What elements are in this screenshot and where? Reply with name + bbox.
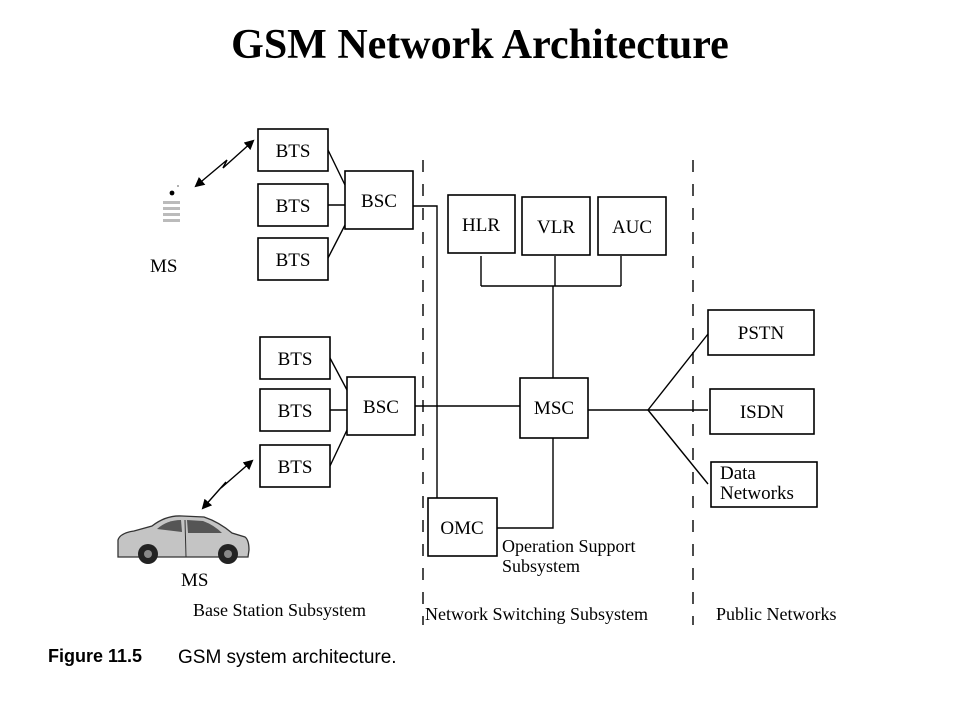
ms-label-handset: MS bbox=[150, 256, 177, 277]
data-networks-label-line2: Networks bbox=[720, 483, 794, 504]
connection-lines bbox=[327, 149, 709, 529]
data-networks-node: Data Networks bbox=[710, 461, 818, 508]
bts-label: BTS bbox=[278, 401, 313, 422]
isdn-label: ISDN bbox=[740, 402, 785, 423]
ms-label-car: MS bbox=[181, 570, 208, 591]
bts-node: BTS bbox=[259, 444, 331, 488]
bsc-label: BSC bbox=[361, 191, 397, 212]
isdn-node: ISDN bbox=[709, 388, 815, 435]
msc-node: MSC bbox=[519, 377, 589, 439]
bsc-label: BSC bbox=[363, 397, 399, 418]
car-icon bbox=[117, 515, 250, 564]
vlr-label: VLR bbox=[537, 217, 575, 238]
figure-number: Figure 11.5 bbox=[48, 646, 142, 666]
bss-label: Base Station Subsystem bbox=[193, 600, 366, 620]
bts-node: BTS bbox=[259, 336, 331, 380]
oss-label-line1: Operation Support bbox=[502, 536, 635, 556]
mobile-phone-icon bbox=[163, 185, 180, 222]
oss-label-line2: Subsystem bbox=[502, 556, 580, 576]
pstn-node: PSTN bbox=[707, 309, 815, 356]
auc-label: AUC bbox=[612, 217, 652, 238]
page-title: GSM Network Architecture bbox=[231, 22, 729, 68]
data-networks-label-line1: Data bbox=[720, 463, 756, 484]
bts-label: BTS bbox=[276, 196, 311, 217]
hlr-node: HLR bbox=[447, 194, 516, 254]
bts-label: BTS bbox=[278, 457, 313, 478]
bts-node: BTS bbox=[257, 183, 329, 227]
pstn-label: PSTN bbox=[738, 323, 785, 344]
nss-label: Network Switching Subsystem bbox=[425, 604, 648, 624]
bts-node: BTS bbox=[259, 388, 331, 432]
bts-node: BTS bbox=[257, 128, 329, 172]
radio-link-top bbox=[194, 139, 255, 188]
bsc-node-top: BSC bbox=[344, 170, 414, 230]
hlr-label: HLR bbox=[462, 215, 500, 236]
msc-label: MSC bbox=[534, 398, 574, 419]
bts-label: BTS bbox=[276, 250, 311, 271]
omc-node: OMC bbox=[427, 497, 498, 557]
auc-node: AUC bbox=[597, 196, 667, 256]
bts-label: BTS bbox=[276, 141, 311, 162]
radio-link-bottom bbox=[201, 459, 254, 510]
figure-caption: GSM system architecture. bbox=[178, 647, 397, 668]
omc-label: OMC bbox=[440, 518, 483, 539]
vlr-node: VLR bbox=[521, 196, 591, 256]
bts-node: BTS bbox=[257, 237, 329, 281]
bts-label: BTS bbox=[278, 349, 313, 370]
public-networks-label: Public Networks bbox=[716, 604, 837, 624]
bsc-node-bottom: BSC bbox=[346, 376, 416, 436]
